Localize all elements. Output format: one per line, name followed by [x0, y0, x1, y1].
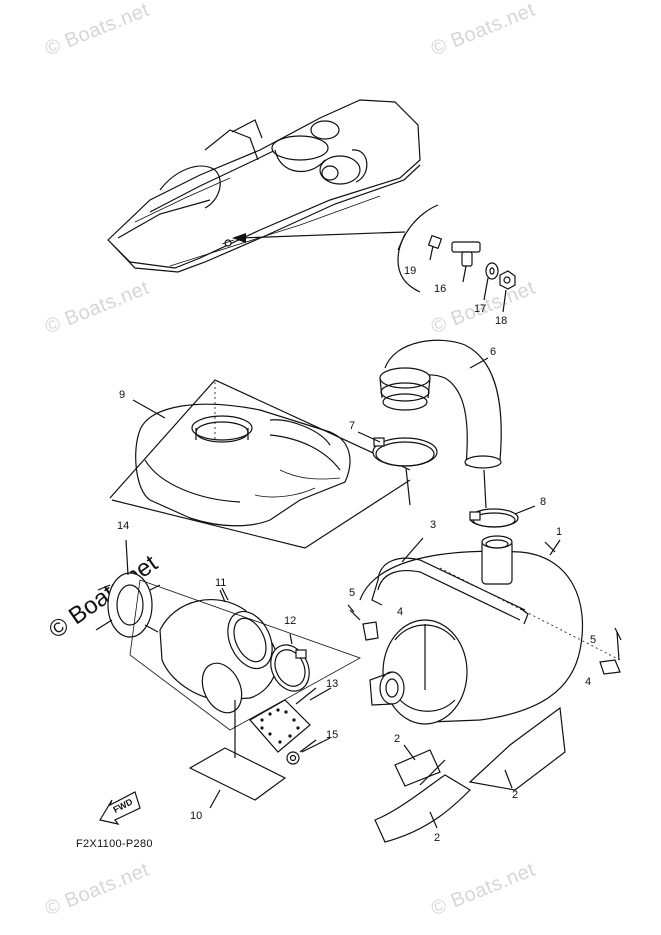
callout-13: 13 [326, 678, 339, 690]
callout-18: 18 [495, 315, 508, 327]
watercraft-illustration [107, 99, 421, 273]
part-11-tube [129, 579, 361, 731]
part-12-clamp [270, 633, 310, 692]
part-2-shields [374, 706, 566, 843]
callout-7: 7 [349, 420, 356, 432]
part-8-clamp [469, 508, 519, 528]
reference-code: F2X1100-P280 [76, 838, 153, 850]
part-15-bolt [286, 739, 317, 765]
vent-fittings [427, 234, 516, 313]
callout-4: 4 [585, 676, 592, 688]
part-13-gasket [249, 687, 317, 753]
callout-14: 14 [117, 520, 130, 532]
bracket-parts [347, 604, 622, 675]
callout-19: 19 [404, 265, 417, 277]
callout-5: 5 [590, 634, 597, 646]
callout-2: 2 [434, 832, 441, 844]
callout-8: 8 [540, 496, 547, 508]
callout-5: 5 [349, 587, 356, 599]
callout-4: 4 [397, 606, 404, 618]
callout-15: 15 [326, 729, 339, 741]
callout-9: 9 [119, 389, 126, 401]
fwd-arrow [99, 791, 141, 825]
callout-6: 6 [490, 346, 497, 358]
callout-3: 3 [430, 519, 437, 531]
callout-2: 2 [394, 733, 401, 745]
part-7-clamp [372, 437, 438, 506]
callout-17: 17 [474, 303, 487, 315]
part-10-pad [188, 700, 287, 809]
callout-16: 16 [434, 283, 447, 295]
part-14-flange [95, 539, 161, 638]
part-1-water-lock [359, 535, 584, 725]
callout-10: 10 [190, 810, 203, 822]
callout-1: 1 [556, 526, 563, 538]
part-6-elbow [379, 339, 502, 509]
part-9-chamber [109, 379, 411, 549]
callout-2: 2 [512, 789, 519, 801]
part-3-strap [371, 537, 621, 661]
callout-12: 12 [284, 615, 297, 627]
callout-11: 11 [215, 577, 227, 589]
